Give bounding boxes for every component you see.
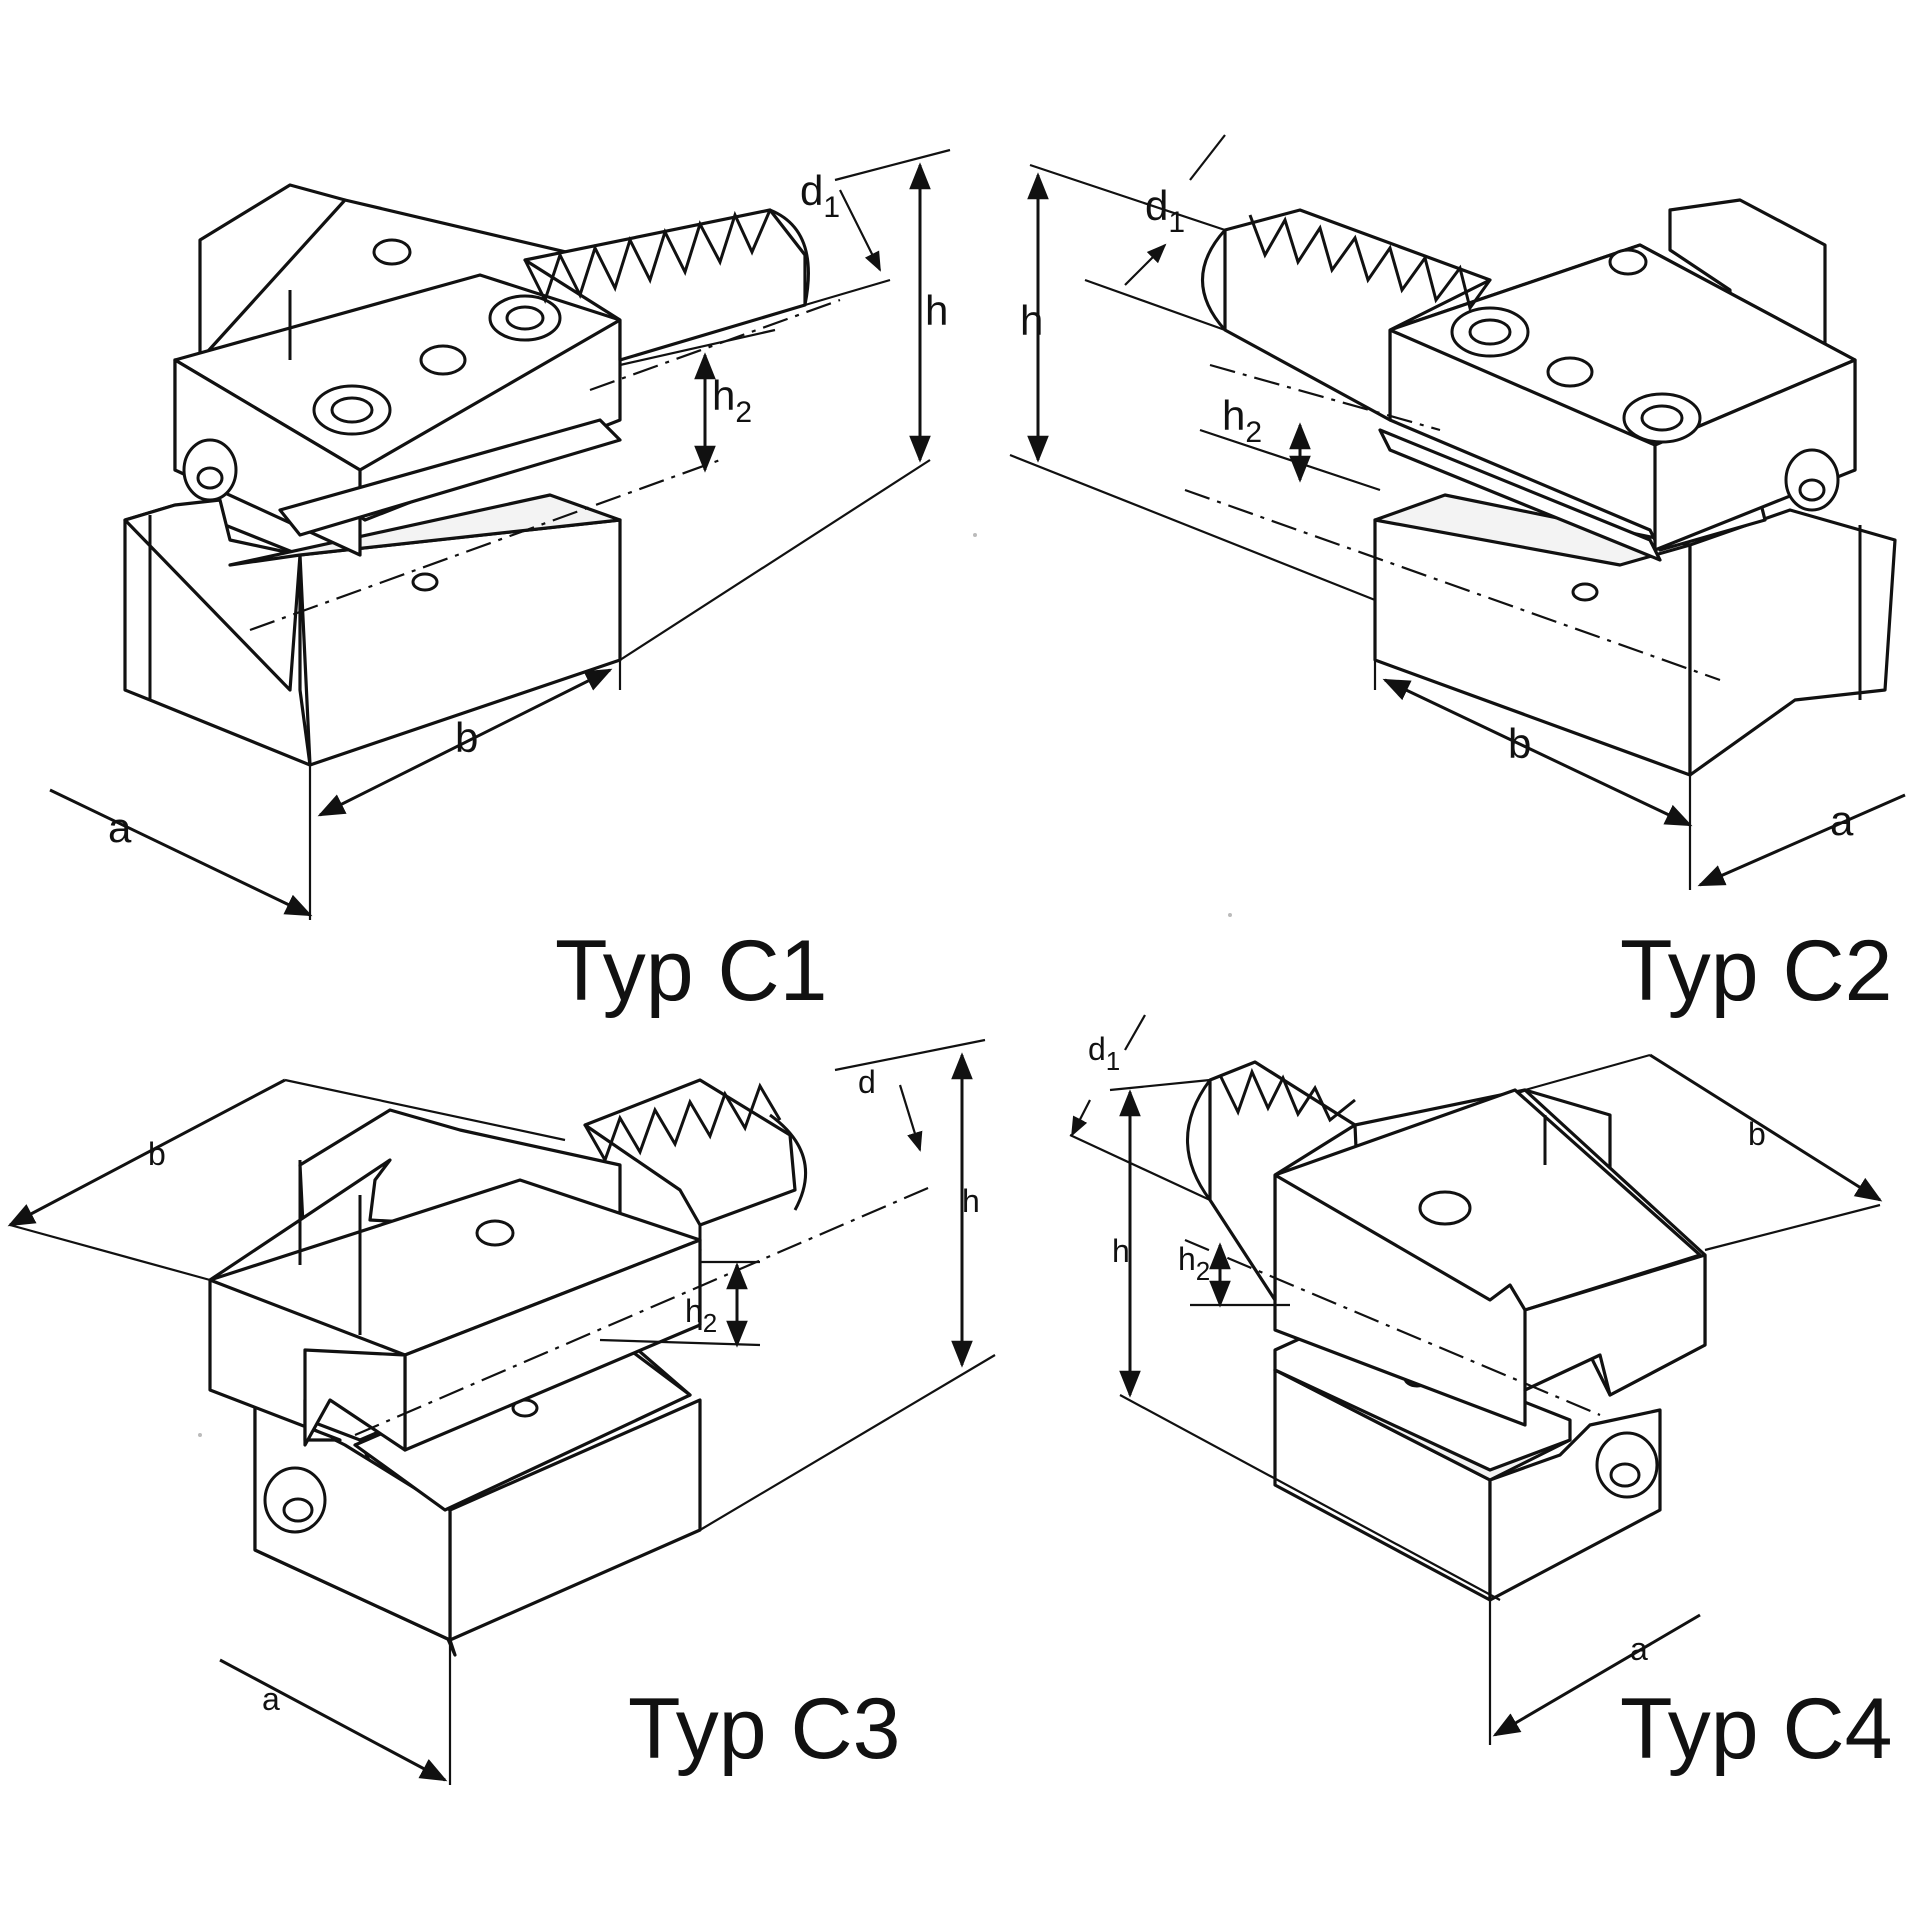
speck xyxy=(973,533,977,537)
holder-body-c1 xyxy=(49,148,951,920)
dim-label-a-c1: a xyxy=(108,804,132,851)
dim-label-d1-c4: d1 xyxy=(1088,1031,1120,1076)
dim-label-a-c2: a xyxy=(1830,797,1854,844)
dim-label-d1-c1: d1 xyxy=(800,167,840,224)
title-typ-c1: Typ C1 xyxy=(555,923,827,1019)
dim-label-d1-c2: d1 xyxy=(1145,182,1185,239)
title-typ-c2: Typ C2 xyxy=(1620,923,1892,1019)
title-typ-c3: Typ C3 xyxy=(628,1681,900,1777)
dim-label-h2-c3: h2 xyxy=(685,1293,717,1338)
dim-label-b-c1: b xyxy=(455,714,478,761)
holder-body-c2 xyxy=(1009,134,1906,890)
dim-label-h-c3: h xyxy=(962,1183,980,1219)
holder-body-c4 xyxy=(1069,1014,1883,1745)
figure-typ-c2: d1 h h2 b a Typ C2 xyxy=(1009,134,1906,1019)
figure-typ-c4: d1 h h2 b a Typ C4 xyxy=(1069,1014,1892,1777)
dim-label-b-c4: b xyxy=(1748,1116,1766,1152)
dim-label-h-c1: h xyxy=(925,287,948,334)
dim-label-h-c4: h xyxy=(1112,1233,1130,1269)
dim-label-h2-c4: h2 xyxy=(1178,1241,1210,1286)
figure-typ-c1: d1 h h2 b a Typ C1 xyxy=(49,148,951,1019)
dim-label-h-c2: h xyxy=(1020,297,1043,344)
holder-body-c3 xyxy=(7,1038,996,1785)
dim-label-a-c4: a xyxy=(1630,1631,1648,1667)
dim-label-b-c2: b xyxy=(1508,720,1531,767)
dim-label-h2-c2: h2 xyxy=(1222,392,1262,449)
speck xyxy=(198,1433,202,1437)
figure-typ-c3: d h h2 b a Typ C3 xyxy=(7,1038,996,1785)
dim-label-d-c3: d xyxy=(858,1064,876,1100)
dim-label-b-c3: b xyxy=(148,1136,166,1172)
title-typ-c4: Typ C4 xyxy=(1620,1681,1892,1777)
dim-label-h2-c1: h2 xyxy=(712,372,752,429)
speck xyxy=(1228,913,1232,917)
dim-label-a-c3: a xyxy=(262,1681,280,1717)
